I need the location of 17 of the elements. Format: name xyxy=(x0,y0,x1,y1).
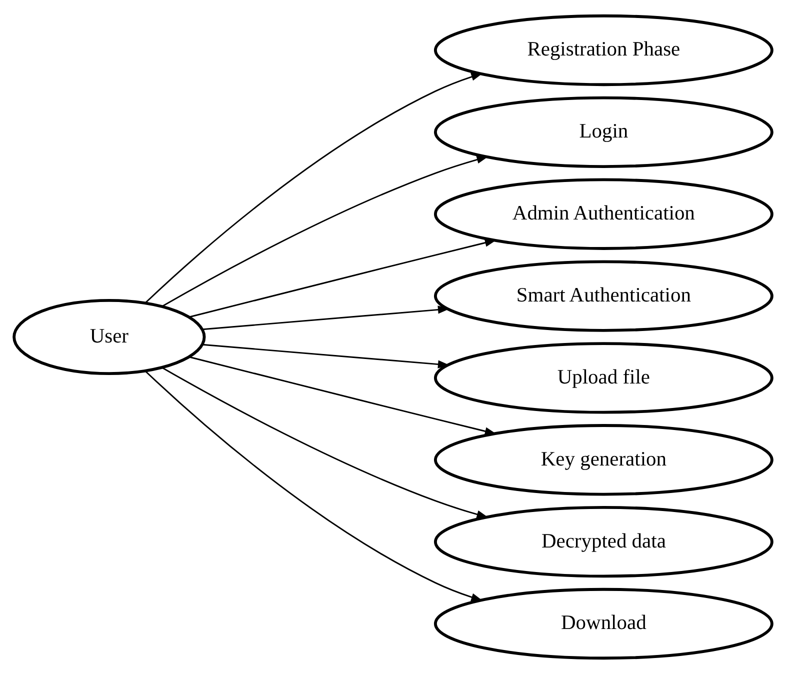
node-ellipse: Registration Phase xyxy=(434,14,774,86)
arrow xyxy=(144,72,483,303)
node-ellipse: Upload file xyxy=(434,342,774,414)
node-ellipse: Decrypted data xyxy=(434,505,774,578)
node-ellipse: Admin Authentication xyxy=(434,178,774,250)
arrow xyxy=(162,155,488,307)
node-ellipse: User xyxy=(12,298,206,375)
arrow xyxy=(189,356,497,435)
arrow xyxy=(202,343,450,368)
arrow xyxy=(144,370,483,601)
arrow xyxy=(162,366,488,518)
node-ellipse: Smart Authentication xyxy=(434,260,774,332)
arrow xyxy=(189,238,497,318)
arrow xyxy=(202,305,450,330)
node-ellipse: Login xyxy=(434,96,774,168)
node-ellipse: Key generation xyxy=(434,424,774,496)
node-ellipse: Download xyxy=(434,587,774,660)
